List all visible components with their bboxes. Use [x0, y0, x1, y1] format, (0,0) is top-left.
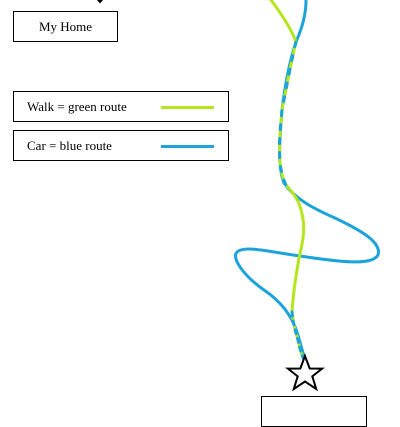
legend-car: Car = blue route — [13, 130, 229, 161]
car-route — [234, 0, 380, 364]
legend-car-label: Car = blue route — [27, 137, 112, 153]
walk-route — [269, 0, 307, 364]
legend-walk: Walk = green route — [13, 91, 229, 122]
destination-label — [261, 396, 367, 427]
route-map — [96, 0, 380, 392]
shared-route-segment — [277, 40, 298, 187]
home-label: My Home — [13, 11, 118, 42]
home-label-text: My Home — [38, 18, 93, 34]
legend-walk-label: Walk = green route — [27, 98, 127, 114]
legend-car-swatch — [161, 145, 214, 148]
star-icon — [285, 353, 325, 392]
shared-route-segment — [290, 310, 307, 364]
house-icon — [96, 0, 104, 4]
legend-walk-swatch — [161, 106, 214, 109]
